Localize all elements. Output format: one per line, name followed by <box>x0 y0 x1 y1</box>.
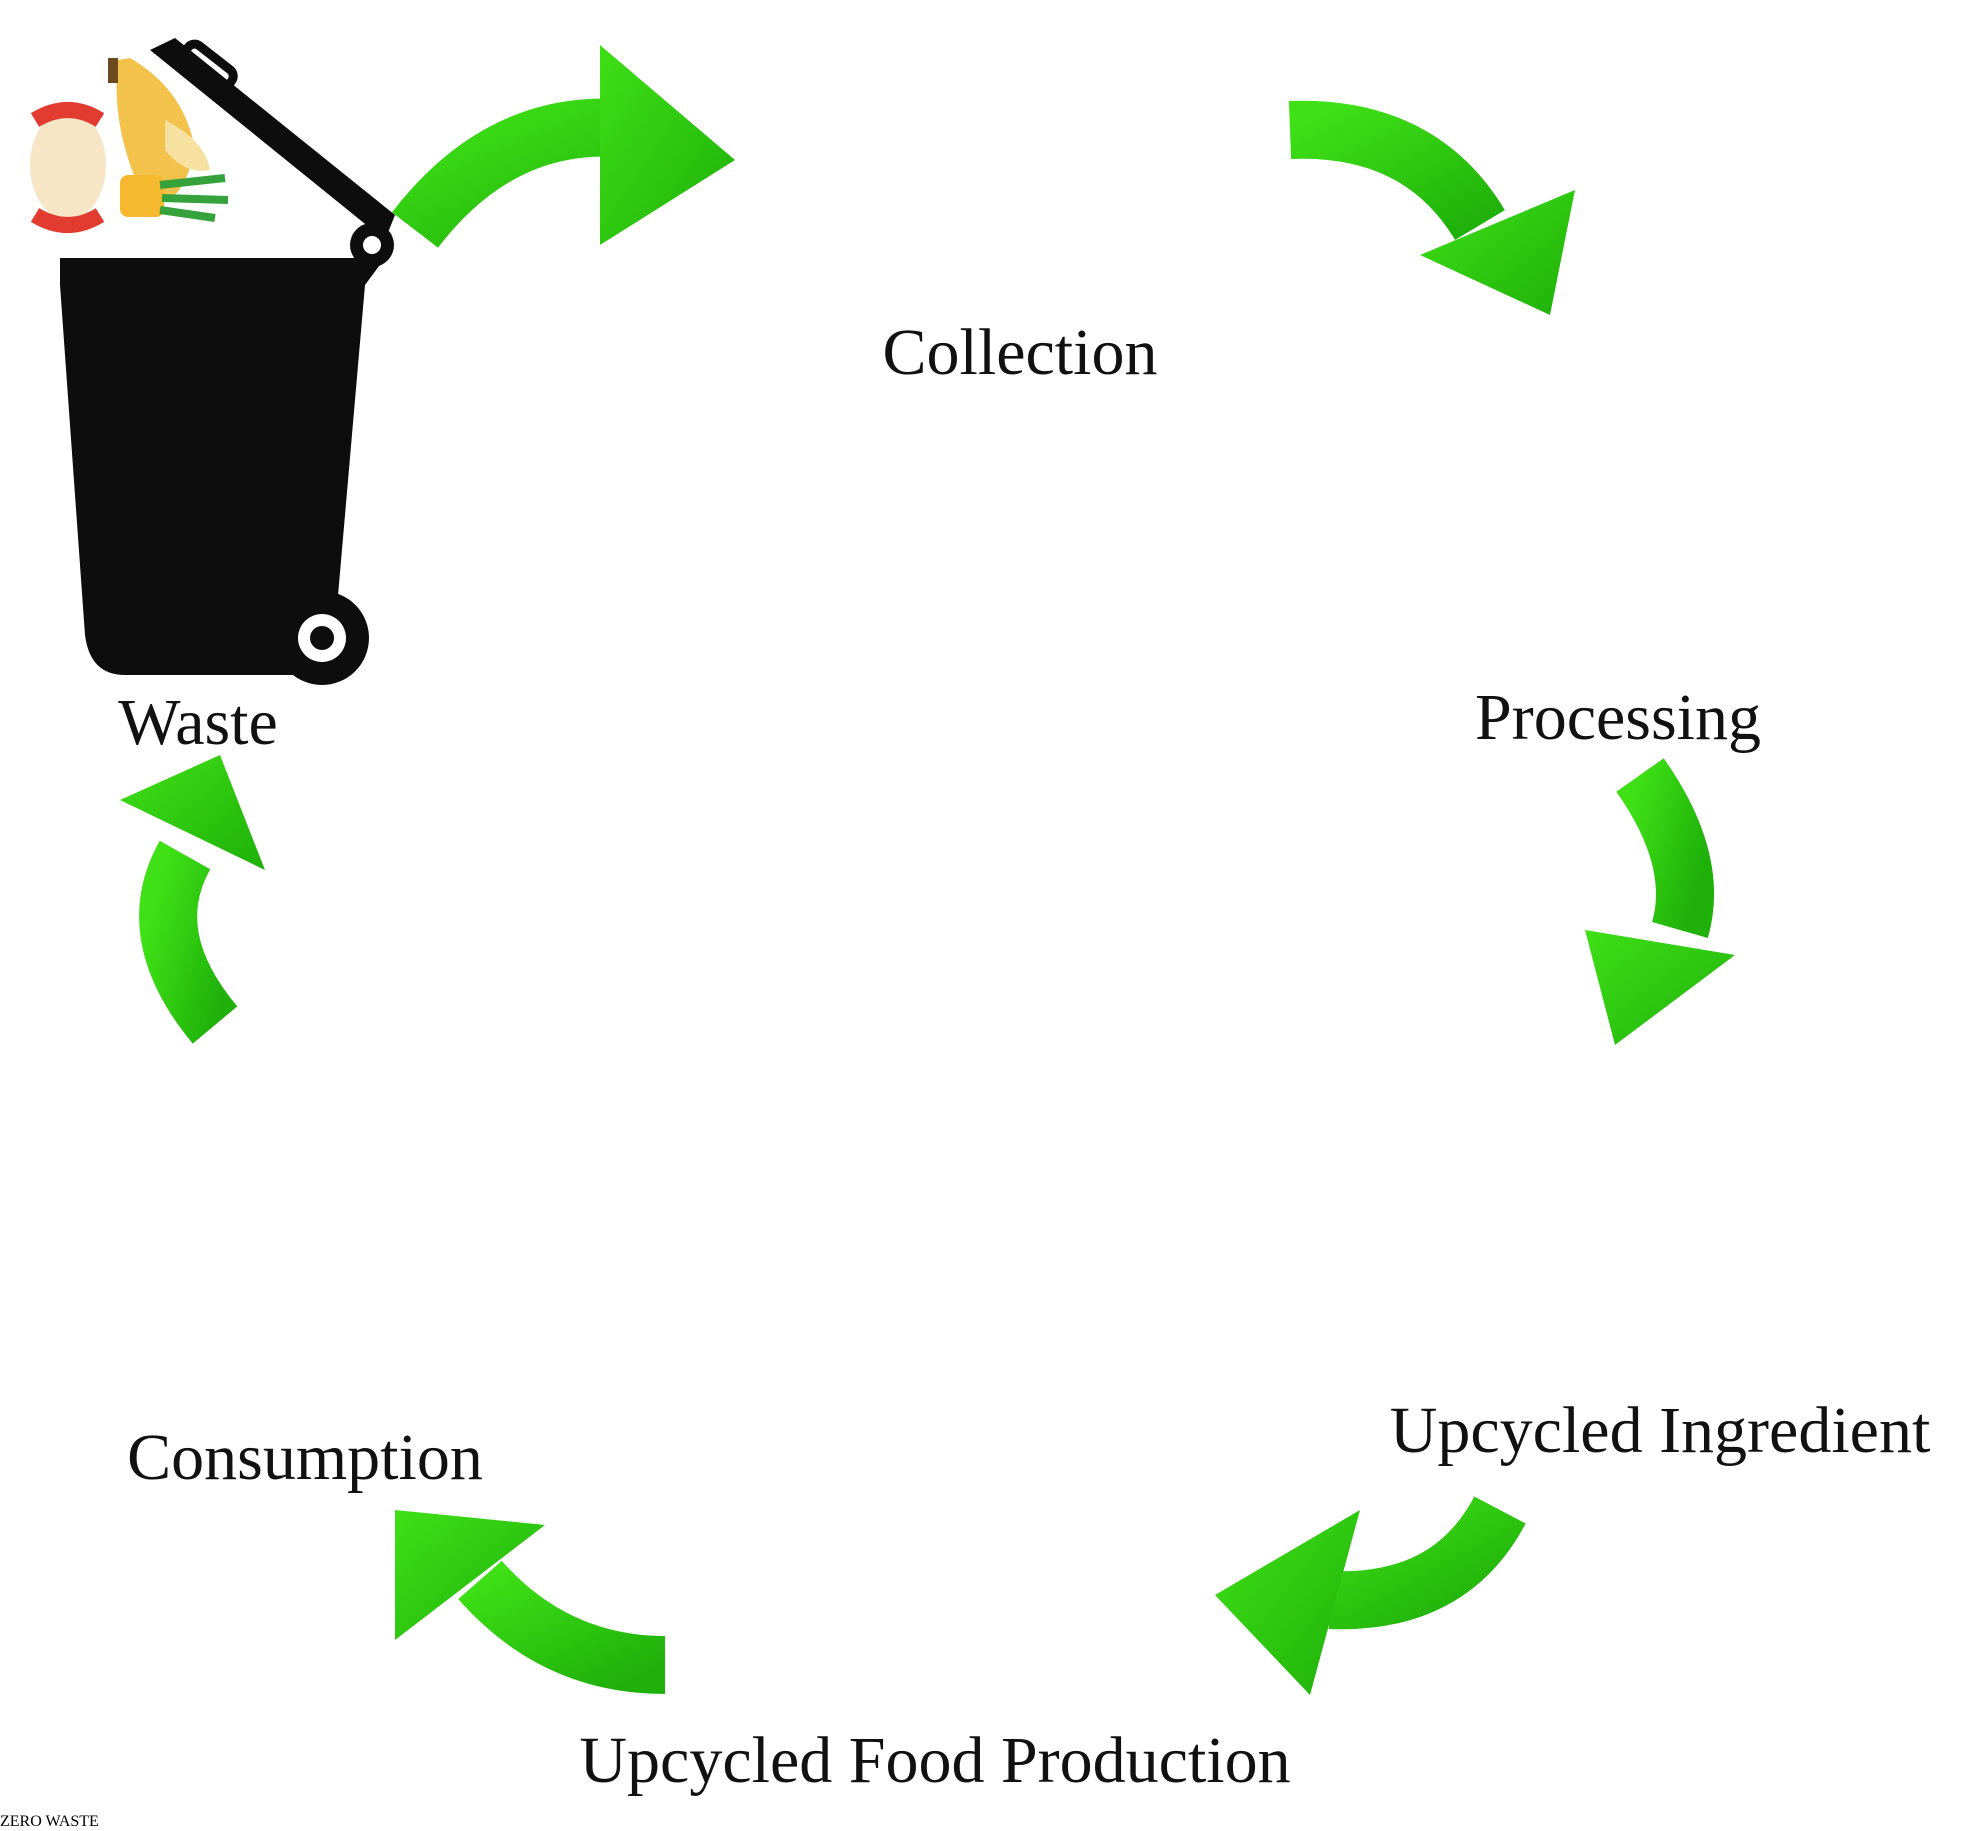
logo-line-waste: WASTE <box>45 1813 99 1830</box>
label-consumption: Consumption <box>127 1421 483 1494</box>
arrow-production-to-consumption <box>395 1510 666 1694</box>
label-waste: Waste <box>118 686 278 759</box>
logo-line-zero: ZERO <box>0 1813 42 1830</box>
trash-bin-icon <box>30 38 395 685</box>
label-collection: Collection <box>882 316 1158 389</box>
arrow-waste-to-collection <box>392 45 735 248</box>
food-scraps-icon <box>30 58 229 233</box>
arrow-ingredient-to-production <box>1215 1495 1526 1695</box>
arrow-collection-to-processing <box>1288 100 1575 315</box>
zero-waste-logo: ZERO WASTE <box>0 1813 99 1830</box>
arrow-consumption-to-waste <box>120 755 265 1044</box>
label-upcycled-food-production: Upcycled Food Production <box>579 1724 1291 1797</box>
label-processing: Processing <box>1475 681 1761 754</box>
arrow-processing-to-ingredient <box>1585 758 1735 1045</box>
label-upcycled-ingredient: Upcycled Ingredient <box>1389 1394 1931 1467</box>
